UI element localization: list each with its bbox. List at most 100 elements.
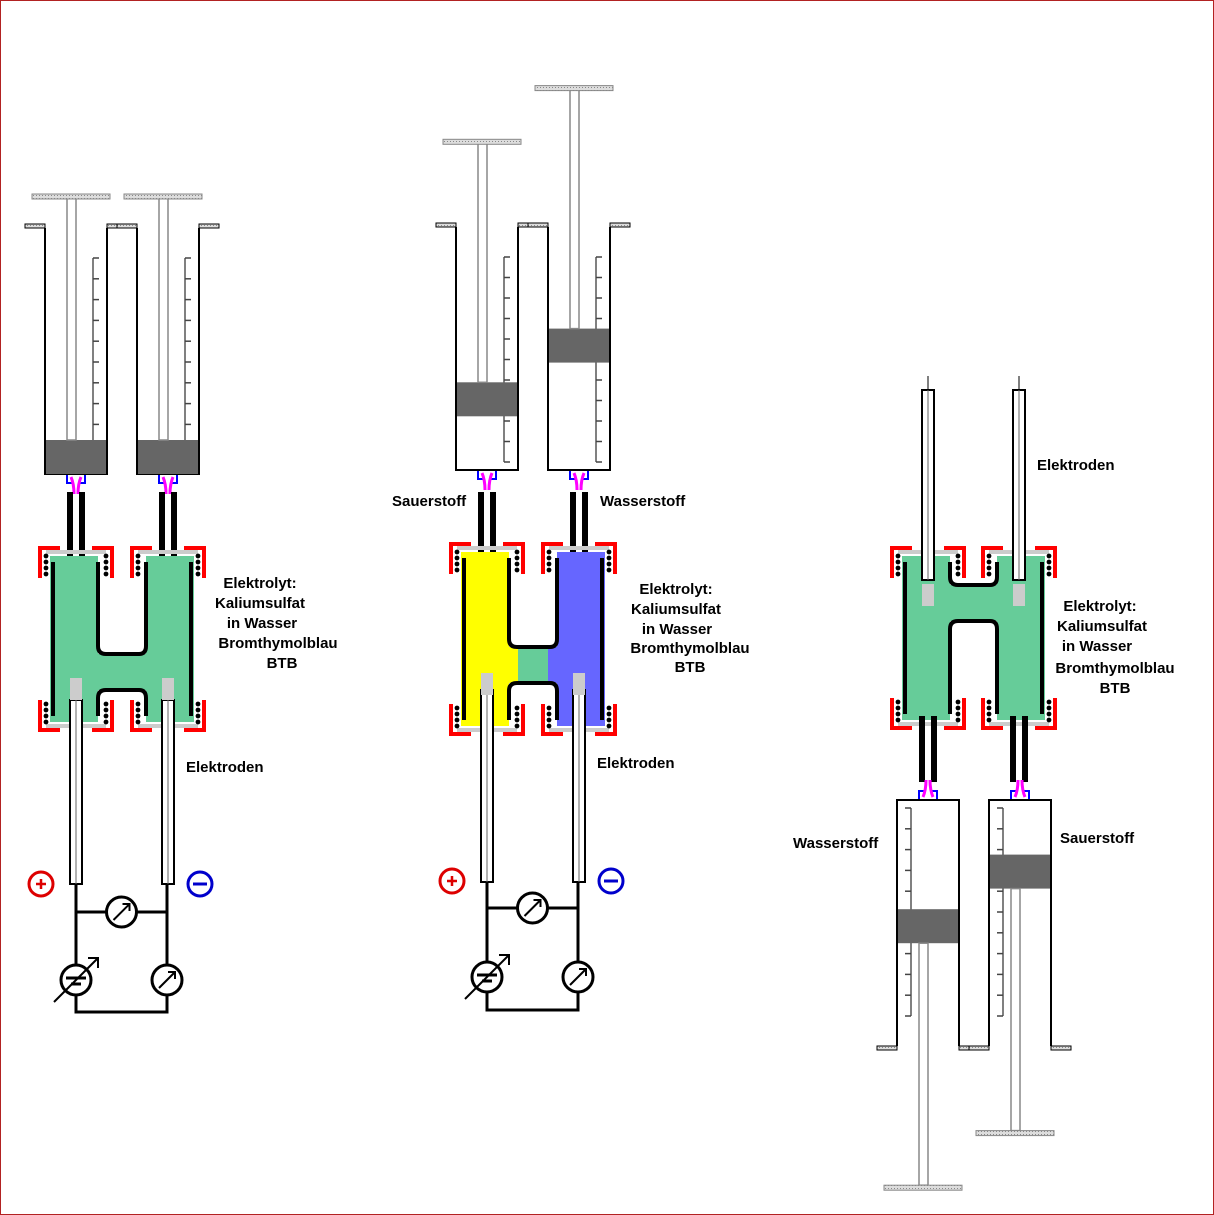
thread [986, 565, 992, 571]
thread [955, 559, 961, 565]
thread [546, 549, 552, 555]
gas-tube [1022, 716, 1028, 782]
cap [449, 542, 525, 574]
electrolyte-label-5: BTB [1100, 680, 1131, 697]
thread [514, 717, 520, 723]
thread [895, 705, 901, 711]
thread [895, 553, 901, 559]
plunger-rod [158, 197, 169, 441]
piston [990, 854, 1050, 889]
thread [454, 561, 460, 567]
thread [606, 711, 612, 717]
flange [527, 222, 549, 228]
electrolyte-label-1: Elektrolyt: [1063, 598, 1136, 615]
gas-tube [79, 492, 85, 560]
thread [1046, 717, 1052, 723]
gas-tube [159, 492, 165, 560]
thread [514, 723, 520, 729]
panel-electrolysis: Sauerstoff Wasserstoff Elektrolyt: Kaliu… [392, 85, 750, 1012]
meter-arrow [122, 903, 131, 911]
tube-wall-inner-top [948, 562, 999, 587]
plunger-rod [66, 197, 77, 441]
thread [103, 713, 109, 719]
thread [43, 719, 49, 725]
thread [606, 717, 612, 723]
thread [986, 711, 992, 717]
cap [890, 546, 966, 578]
electrolyte-label-3: in Wasser [642, 621, 712, 638]
cap-seal [549, 546, 609, 550]
plunger-handle [534, 85, 614, 92]
thread [454, 705, 460, 711]
tube-wall-inner-top [507, 558, 559, 649]
cap-seal [989, 722, 1049, 726]
piston [46, 440, 106, 474]
connector-tube [921, 779, 928, 798]
flange [198, 223, 220, 229]
flange [1050, 1045, 1072, 1051]
connector-tube [161, 476, 168, 495]
thread [1046, 705, 1052, 711]
adjust-arrow [53, 957, 99, 1003]
plunger-rod [569, 88, 580, 330]
thread [606, 723, 612, 729]
meter-needle [569, 968, 587, 986]
thread [955, 705, 961, 711]
cap [541, 704, 617, 736]
thread [135, 713, 141, 719]
thread [1046, 565, 1052, 571]
thread [195, 707, 201, 713]
connector-tube [69, 476, 76, 495]
electrode-tip [1013, 584, 1025, 606]
plunger-handle [31, 193, 111, 200]
thread [103, 565, 109, 571]
adjust-arrowhead [88, 957, 99, 968]
thread [546, 723, 552, 729]
thread [195, 719, 201, 725]
plunger-handle [123, 193, 203, 200]
cap-seal [138, 550, 198, 554]
cap [890, 698, 966, 730]
thread [986, 705, 992, 711]
thread [546, 717, 552, 723]
syringe-right [968, 779, 1072, 1137]
thread [606, 561, 612, 567]
thread [1046, 559, 1052, 565]
flange [876, 1045, 898, 1051]
thread [195, 565, 201, 571]
electrode-tip [70, 678, 82, 700]
gas-tube [490, 492, 496, 556]
thread [986, 553, 992, 559]
syringe-right [527, 85, 631, 491]
tube-wall-inner-bottom [948, 619, 999, 714]
thread [546, 555, 552, 561]
thread [895, 571, 901, 577]
electrolyte-label-5: BTB [675, 659, 706, 676]
thread [135, 707, 141, 713]
thread [135, 571, 141, 577]
plunger-rod [477, 142, 488, 384]
h-tube [38, 492, 206, 885]
flange [435, 222, 457, 228]
electrolyte-label-1: Elektrolyt: [223, 575, 296, 592]
plunger-rod [1010, 887, 1021, 1132]
thread [514, 561, 520, 567]
connector-tube [928, 779, 935, 798]
thread [955, 565, 961, 571]
meter-needle [158, 971, 176, 989]
gas-tube [582, 492, 588, 556]
adjust-arrowhead [499, 954, 510, 965]
thread [103, 553, 109, 559]
connector-tube [1020, 779, 1027, 798]
thread [454, 555, 460, 561]
thread [895, 559, 901, 565]
electrolyte-label-3: in Wasser [1062, 638, 1132, 655]
connector-tube [480, 472, 487, 491]
thread [454, 567, 460, 573]
thread [195, 701, 201, 707]
circuit-wire [485, 882, 580, 1012]
thread [986, 717, 992, 723]
thread [103, 701, 109, 707]
electrode-tip [162, 678, 174, 700]
gas-label-oxygen: Sauerstoff [392, 493, 467, 510]
